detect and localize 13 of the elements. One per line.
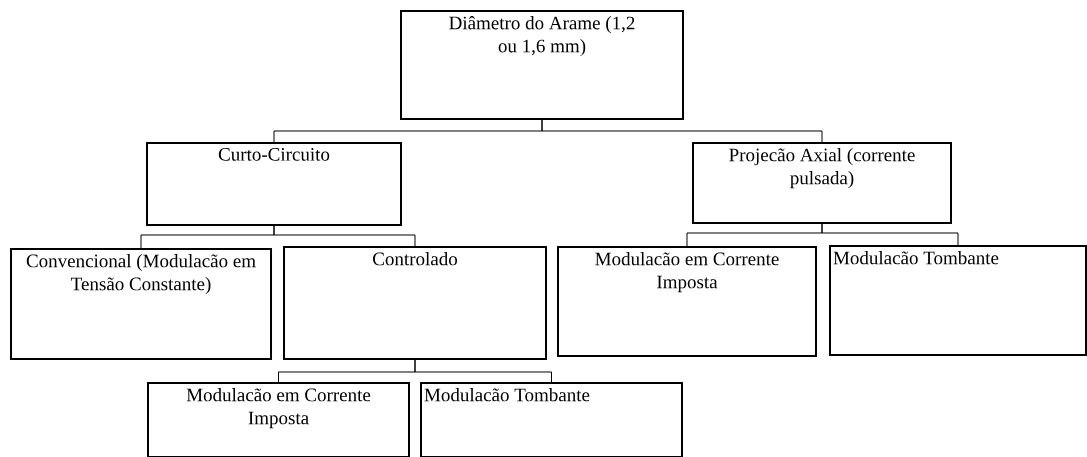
connector-line — [273, 225, 416, 247]
process-box: Projecão Axial (corrente pulsada) — [692, 142, 952, 224]
process-box: Curto-Circuito — [146, 142, 402, 226]
connector-line — [541, 119, 823, 143]
connector-line — [414, 359, 552, 383]
process-box: Modulacão Tombante — [829, 245, 1087, 356]
process-box: Modulacão Tombante — [420, 382, 683, 457]
connector-line — [821, 223, 959, 246]
process-box: Controlado — [283, 246, 547, 360]
process-box: Convencional (Modulacão em Tensão Constante) — [10, 248, 272, 360]
process-box: Modulacão em Corrente Imposta — [147, 382, 410, 457]
process-box: Modulacão em Corrente Imposta — [557, 246, 817, 357]
process-box: Diâmetro do Arame (1,2 ou 1,6 mm) — [400, 10, 684, 120]
